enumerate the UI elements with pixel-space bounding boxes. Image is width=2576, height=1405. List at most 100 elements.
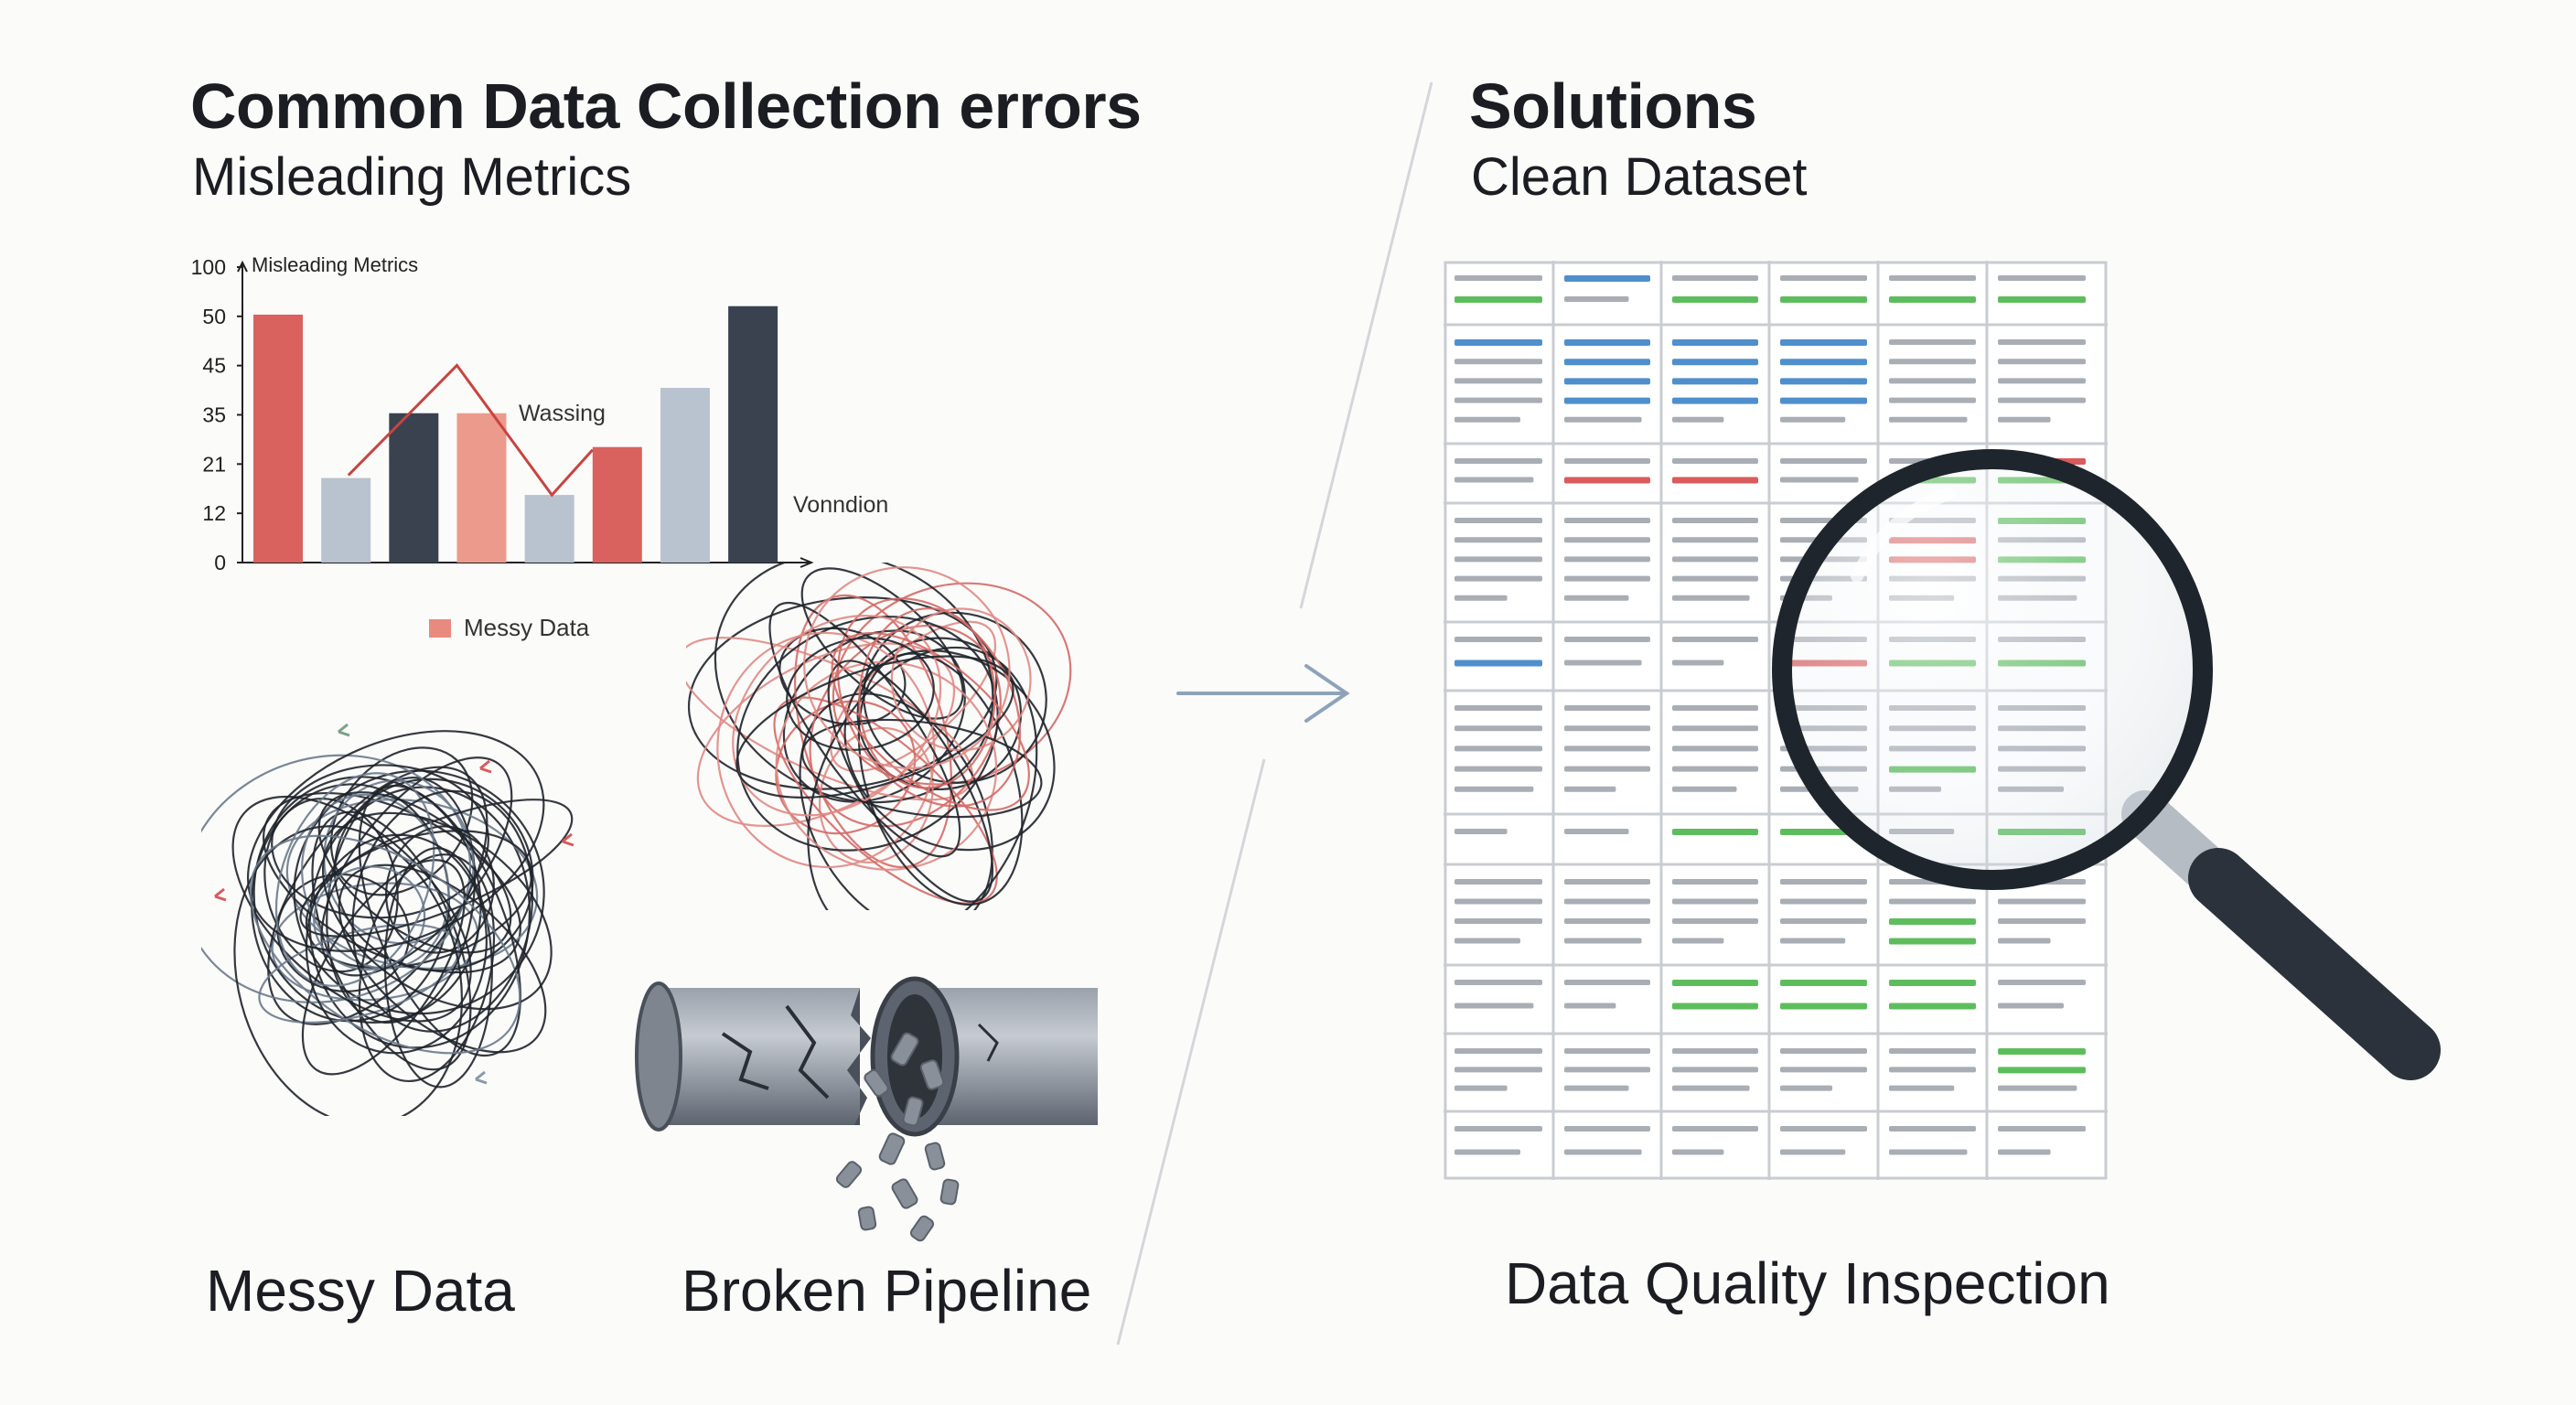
- broken-pipe-icon: [635, 976, 1098, 1242]
- tangle-loop: [233, 825, 464, 1116]
- grid-cell-line: [1889, 296, 1976, 303]
- grid-cell-line: [1780, 416, 1846, 423]
- grid-cell-line: [1564, 637, 1650, 642]
- chart-y-tick-label: 100: [191, 255, 226, 279]
- grid-cell-line: [1454, 296, 1542, 303]
- grid-cell-line: [1564, 518, 1650, 523]
- tangle-loop: [836, 597, 1022, 808]
- grid-cell-line: [1998, 1048, 2086, 1055]
- grid-cell-line: [1564, 766, 1650, 772]
- chart-y-tick-label: 50: [202, 305, 226, 328]
- grid-cell-line: [1998, 416, 2051, 423]
- grid-cell-line: [1454, 518, 1542, 523]
- grid-cell-line: [1454, 397, 1542, 403]
- grid-cell-line: [1672, 296, 1758, 303]
- right-title: Solutions: [1469, 70, 1757, 142]
- grid-cell-line: [1454, 477, 1534, 483]
- grid-cell-line: [1454, 660, 1542, 667]
- left-title: Common Data Collection errors: [190, 70, 1142, 142]
- grid-cell-line: [1672, 766, 1758, 772]
- divider-line-lower: [1116, 758, 1266, 1346]
- grid-cell-line: [1564, 786, 1616, 792]
- chart-bar: [253, 314, 303, 563]
- tangle-loop: [201, 754, 472, 1003]
- tangle-loop: [299, 799, 574, 938]
- grid-cell-line: [1889, 275, 1976, 281]
- grid-cell-line: [1998, 1149, 2051, 1155]
- grid-cell-line: [1564, 938, 1642, 944]
- tangle-loop: [799, 692, 993, 910]
- tangle-loop: [807, 646, 1038, 910]
- grid-cell-line: [1564, 725, 1650, 732]
- grid-cell-line: [1564, 1003, 1616, 1009]
- grid-cell-line: [1672, 537, 1758, 543]
- grid-cell-line: [1454, 637, 1542, 642]
- grid-cell-line: [1998, 378, 2086, 384]
- tangle-loop: [249, 834, 521, 1055]
- chart-y-tick-label: 0: [214, 551, 226, 574]
- grid-cell-line: [1780, 359, 1867, 366]
- grid-cell-line: [1454, 1126, 1542, 1132]
- grid-cell-line: [1672, 829, 1758, 835]
- grid-cell-line: [1454, 1085, 1508, 1091]
- grid-cell-line: [1564, 458, 1650, 464]
- grid-cell-line: [1672, 918, 1758, 924]
- tangle-loop: [775, 660, 998, 871]
- grid-cell-line: [1780, 1048, 1867, 1054]
- grid-cell-line: [1454, 1048, 1542, 1054]
- tangle-loop: [735, 655, 1014, 799]
- grid-cell-line: [1780, 879, 1867, 885]
- grid-cell-line: [1998, 339, 2086, 345]
- grid-cell-line: [1454, 1149, 1520, 1155]
- grid-cell-line: [1889, 339, 1976, 345]
- tangle-loop: [773, 696, 998, 905]
- grid-cell-line: [1564, 705, 1650, 711]
- chart-legend-label: Messy Data: [464, 614, 590, 641]
- grid-cell-line: [1672, 898, 1758, 905]
- grid-cell-line: [1998, 1126, 2086, 1132]
- pipe-left-segment: [659, 988, 860, 1125]
- grid-cell-line: [1564, 660, 1642, 666]
- grid-cell-line: [1454, 705, 1542, 711]
- grid-cell-line: [1998, 1067, 2086, 1074]
- right-arrow-icon: [1176, 664, 1350, 723]
- tangle-loop: [890, 607, 1032, 752]
- grid-cell-line: [1889, 918, 1976, 925]
- grid-cell-line: [1454, 766, 1542, 772]
- tangle-loop: [321, 811, 553, 1011]
- grid-cell-line: [1564, 1048, 1650, 1054]
- grid-cell-line: [1998, 918, 2086, 924]
- magnifying-glass-icon: [1772, 449, 2441, 1080]
- grid-cell-line: [1672, 1003, 1758, 1010]
- grid-cell-line: [1454, 537, 1542, 543]
- grid-cell-line: [1454, 1003, 1534, 1009]
- grid-cell-line: [1889, 1126, 1976, 1132]
- grid-cell-line: [1564, 980, 1650, 985]
- chart-bar: [592, 446, 642, 563]
- magnifier-handle: [2188, 848, 2441, 1080]
- grid-cell-line: [1672, 786, 1737, 792]
- tangle-loop: [857, 652, 1024, 906]
- grid-cell-line: [1780, 275, 1867, 281]
- grid-cell-line: [1454, 575, 1542, 582]
- tangle-loop: [267, 766, 488, 1025]
- grid-cell-line: [1889, 1067, 1976, 1073]
- grid-cell-line: [1454, 595, 1508, 601]
- tangle-loop: [818, 726, 934, 863]
- grid-cell-line: [1564, 898, 1650, 905]
- grid-cell-line: [1672, 556, 1758, 563]
- grid-cell-line: [1564, 1067, 1650, 1073]
- chart-bar: [389, 413, 439, 563]
- magnifier-lens: [1772, 449, 2213, 890]
- stray-mark: [214, 887, 227, 902]
- grid-cell-line: [1889, 397, 1976, 403]
- grid-cell-line: [1889, 1149, 1968, 1155]
- chart-annotation-vonndion: Vonndion: [793, 492, 888, 518]
- grid-cell-line: [1564, 879, 1650, 885]
- chart-bar: [728, 306, 778, 563]
- tangled-lines-icon: [686, 563, 1072, 910]
- chart-bar: [660, 388, 710, 563]
- grid-cell-line: [1564, 918, 1650, 924]
- grid-cell-line: [1889, 1003, 1976, 1010]
